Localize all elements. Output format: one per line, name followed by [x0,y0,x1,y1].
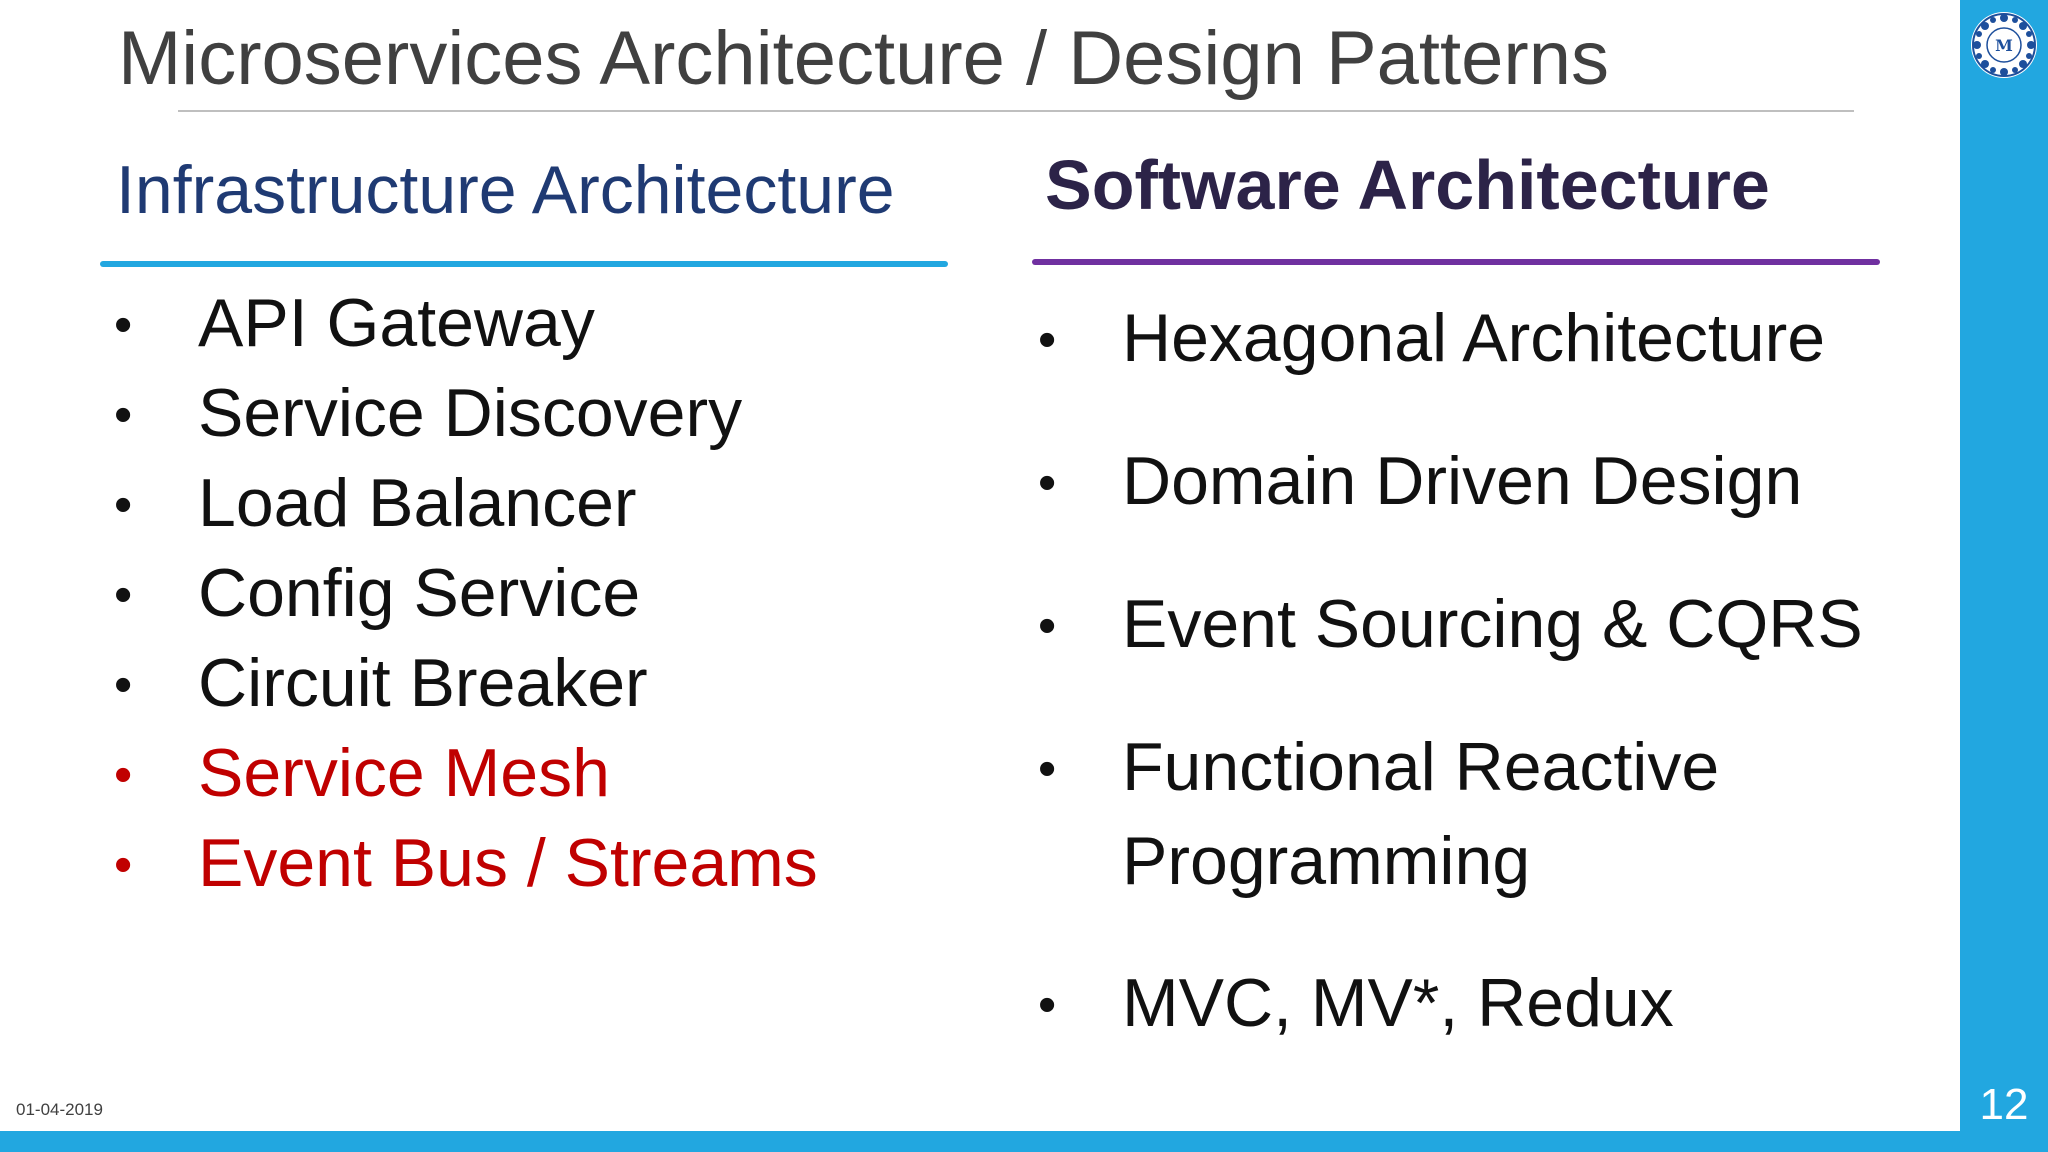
bullet-marker: • [114,656,133,714]
software-item-text: Functional Reactive [1122,729,1720,805]
right-accent-bar [1960,0,2048,1152]
logo-letter: M [1995,36,2013,55]
bullet-marker: • [1038,597,1057,655]
infrastructure-item-text: Event Bus / Streams [198,825,818,901]
bullet-marker: • [1038,976,1057,1034]
software-item-text: Domain Driven Design [1122,443,1803,519]
bullet-marker: • [114,566,133,624]
title-divider [178,110,1854,112]
software-item-text-continued: Programming [1122,823,1531,899]
slide-date: 01-04-2019 [16,1100,103,1119]
bullet-marker: • [1038,454,1057,512]
slide-page-number: 12 [1979,1080,2029,1129]
infrastructure-item-text: Service Mesh [198,735,610,811]
infrastructure-item-text: Config Service [198,555,641,631]
software-pattern-list: • Hexagonal Architecture • Domain Driven De… [1038,300,1863,1041]
software-item-text: Hexagonal Architecture [1122,300,1826,376]
software-heading-rule [1032,259,1880,265]
bullet-marker: • [114,836,133,894]
bullet-marker: • [114,296,133,354]
software-heading: Software Architecture [1045,146,1770,224]
infrastructure-item-text: Circuit Breaker [198,645,648,721]
organization-seal-icon: M [1971,12,2037,78]
bottom-accent-bar [0,1131,2048,1152]
bullet-marker: • [114,476,133,534]
infrastructure-heading: Infrastructure Architecture [116,152,895,228]
infrastructure-item-text: Load Balancer [198,465,637,541]
infrastructure-pattern-list: • API Gateway • Service Discovery • Load Bala… [0,0,1000,1152]
infrastructure-item-text: API Gateway [198,285,595,361]
software-item-text: MVC, MV*, Redux [1122,965,1674,1041]
bullet-marker: • [114,746,133,804]
bullet-marker: • [1038,311,1057,369]
bullet-marker: • [114,386,133,444]
infrastructure-heading-rule [100,261,948,267]
software-item-text: Event Sourcing & CQRS [1122,586,1863,662]
infrastructure-item-text: Service Discovery [198,375,743,451]
bullet-marker: • [1038,740,1057,798]
slide-title: Microservices Architecture / Design Patt… [118,16,1609,101]
